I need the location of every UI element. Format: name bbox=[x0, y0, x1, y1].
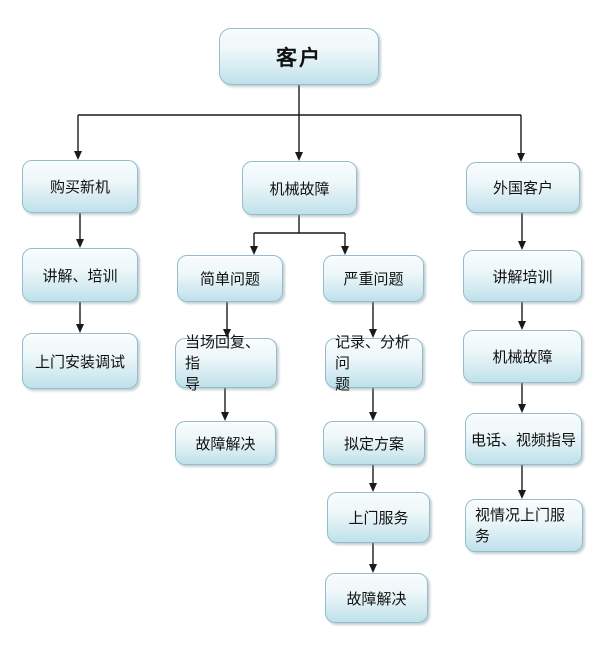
node-fault-resolved-serious: 故障解决 bbox=[325, 573, 428, 623]
node-record-analyze-problem: 记录、分析问 题 bbox=[325, 334, 423, 393]
node-fault-resolved-simple: 故障解决 bbox=[175, 421, 276, 465]
node-onsite-install-debug: 上门安装调试 bbox=[22, 333, 138, 389]
node-mechanical-failure-foreign: 机械故障 bbox=[463, 330, 582, 383]
node-customer: 客户 bbox=[219, 28, 379, 85]
node-simple-problem: 简单问题 bbox=[177, 255, 283, 302]
node-explain-training-right: 讲解培训 bbox=[463, 250, 582, 302]
node-onsite-service: 上门服务 bbox=[327, 492, 430, 543]
node-phone-video-guidance: 电话、视频指导 bbox=[465, 413, 582, 465]
node-buy-new-machine: 购买新机 bbox=[22, 160, 138, 213]
node-onspot-reply-guidance: 当场回复、指 导 bbox=[175, 334, 277, 393]
node-foreign-customer: 外国客户 bbox=[466, 162, 580, 213]
node-onsite-service-as-needed: 视情况上门服 务 bbox=[465, 499, 583, 552]
node-explain-training-left: 讲解、培训 bbox=[22, 248, 138, 302]
node-serious-problem: 严重问题 bbox=[323, 255, 424, 302]
node-draft-plan: 拟定方案 bbox=[323, 421, 425, 465]
node-mechanical-failure: 机械故障 bbox=[242, 161, 357, 215]
